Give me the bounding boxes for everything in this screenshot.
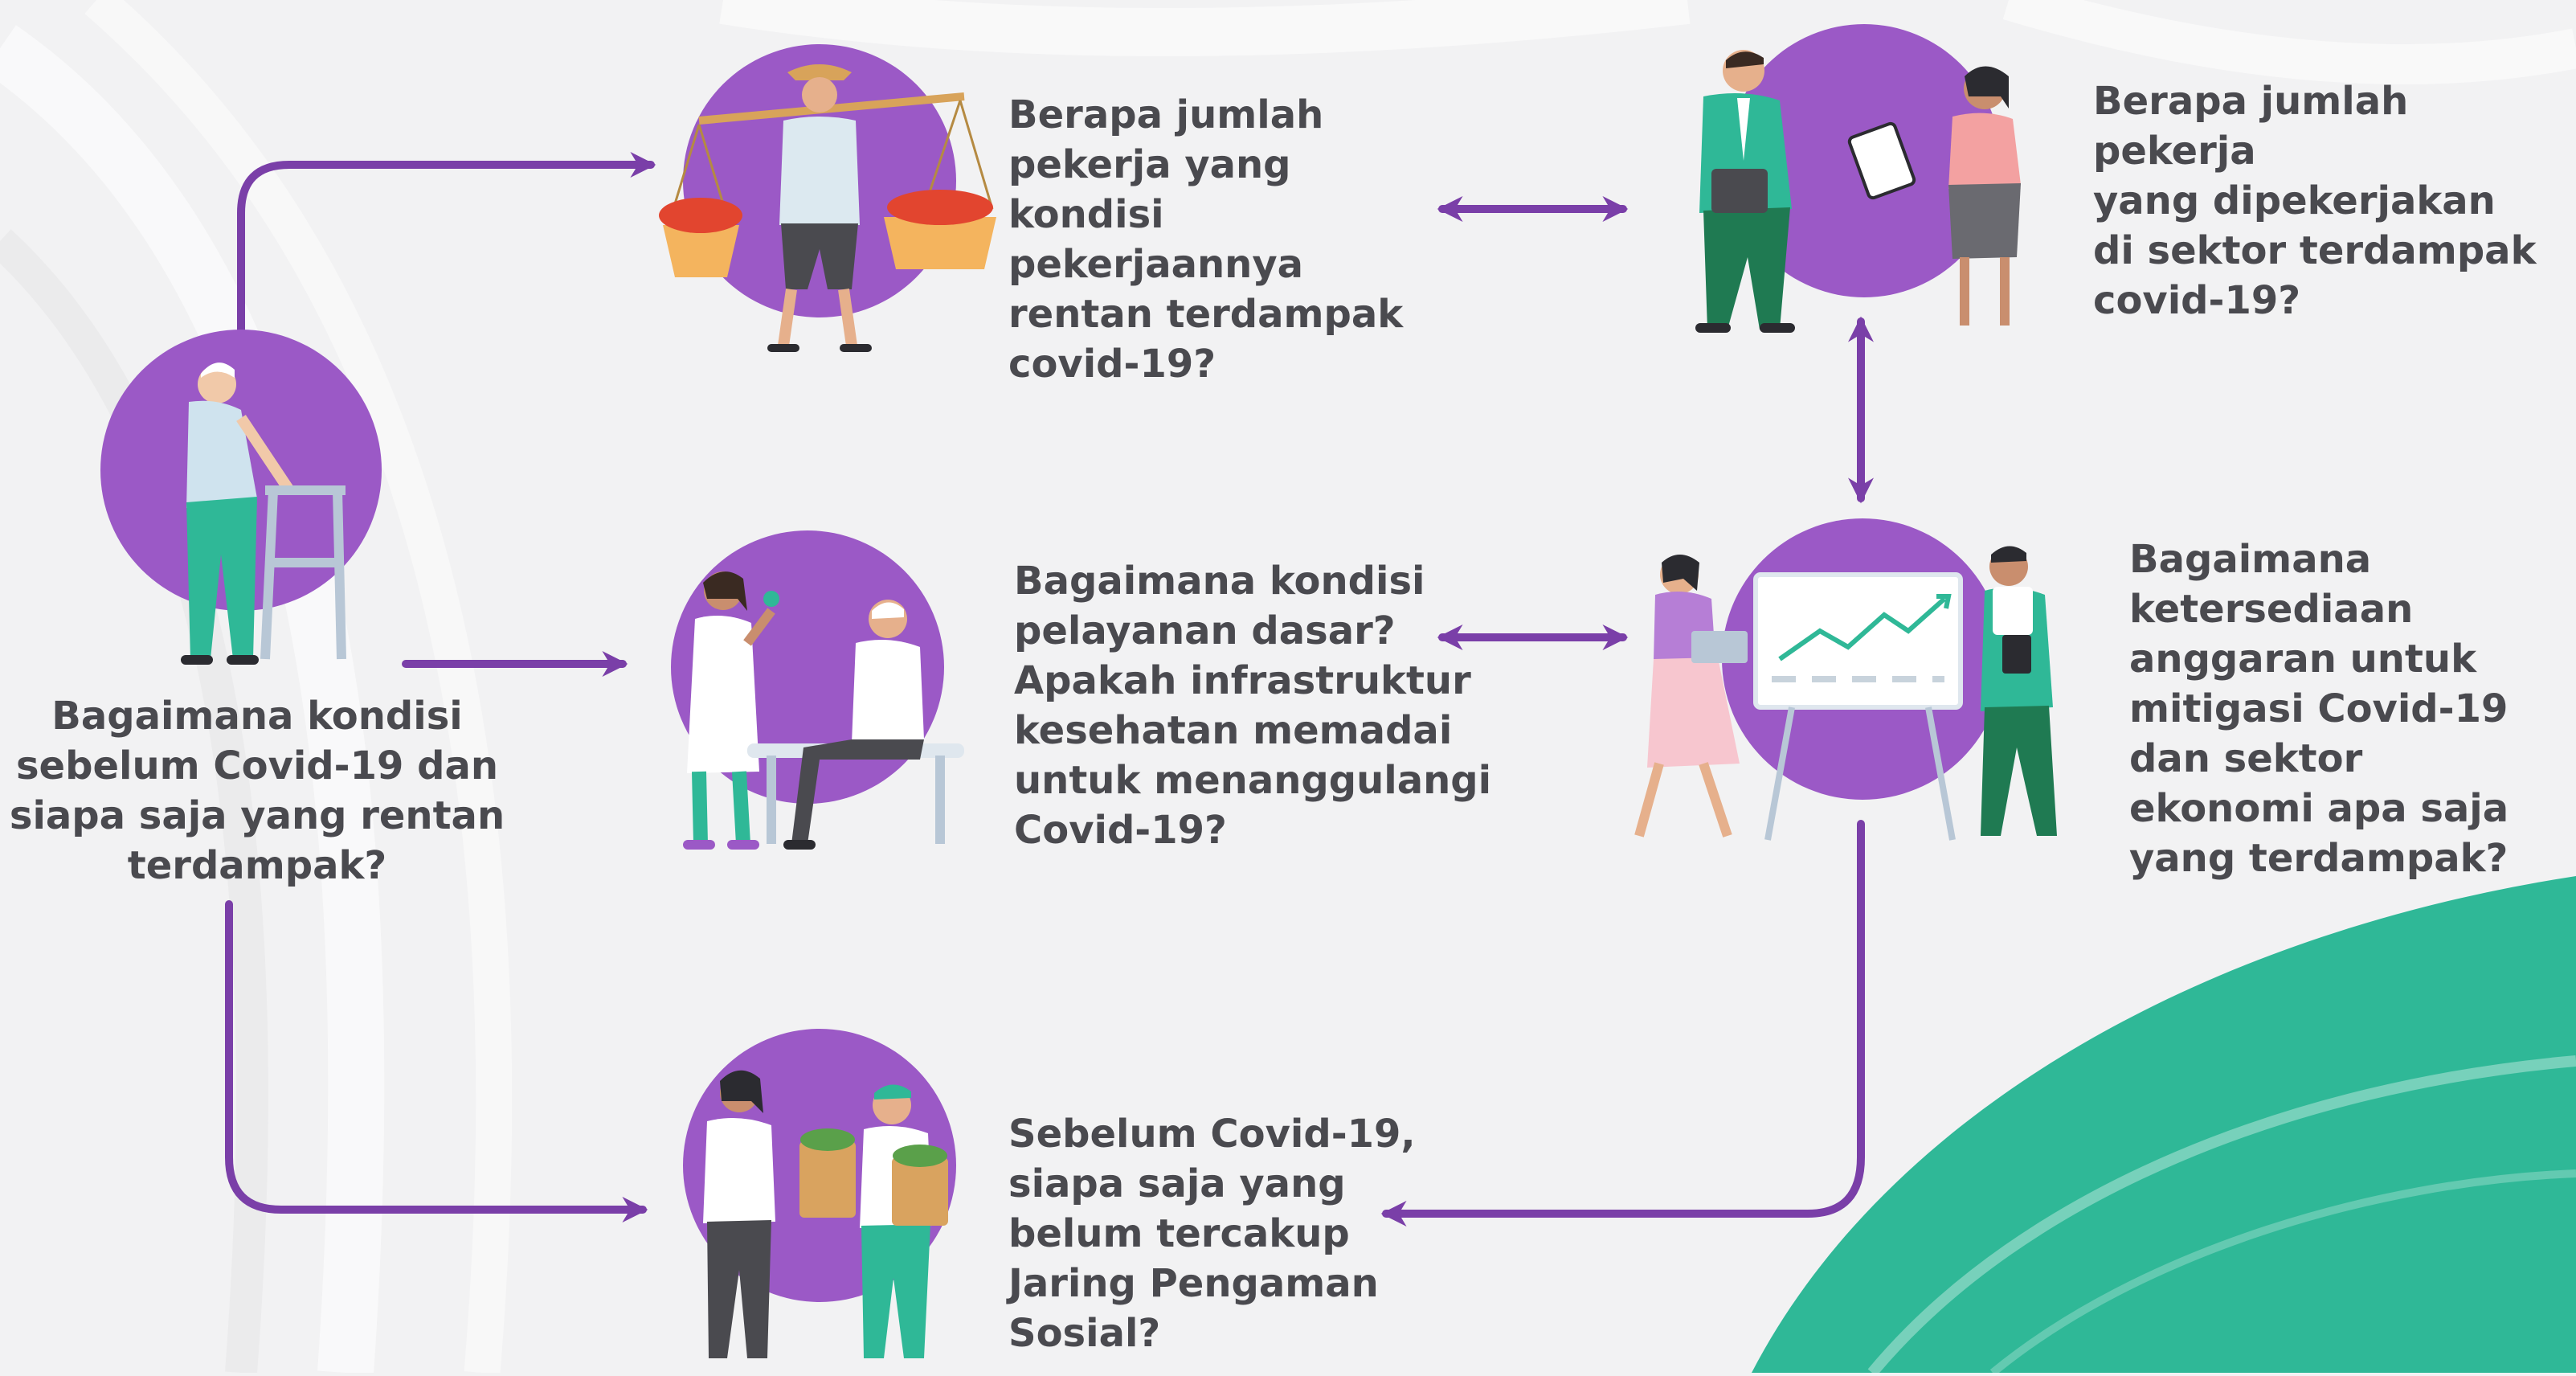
grocery-aid-illustration (683, 1029, 956, 1358)
node-start-question: Bagaimana kondisi sebelum Covid-19 dan s… (9, 694, 505, 888)
node-basic-services-question: Bagaimana kondisi pelayanan dasar? Apaka… (1014, 559, 1492, 853)
vendor-illustration (659, 44, 996, 352)
node-vulnerable-workers-question: Berapa jumlah pekerja yang kondisi peker… (1008, 92, 1404, 387)
presentation-board-illustration (1634, 518, 2057, 841)
doctor-patient-illustration (671, 530, 964, 850)
node-budget-question: Bagaimana ketersediaan anggaran untuk mi… (2129, 537, 2509, 881)
connector-start-to-social-safety-net (225, 900, 648, 1223)
elderly-person-illustration (100, 330, 382, 665)
connector-budget-to-social-safety-net (1380, 820, 1865, 1227)
teal-corner-decor (1752, 876, 2576, 1376)
connector-start-to-vulnerable-workers (237, 151, 656, 358)
connectors (225, 151, 1875, 1227)
business-meeting-illustration (1695, 24, 2021, 333)
node-affected-sector-workers-question: Berapa jumlah pekerja yang dipekerjakan … (2093, 79, 2537, 323)
node-social-safety-net-question: Sebelum Covid-19, siapa saja yang belum … (1008, 1112, 1416, 1356)
